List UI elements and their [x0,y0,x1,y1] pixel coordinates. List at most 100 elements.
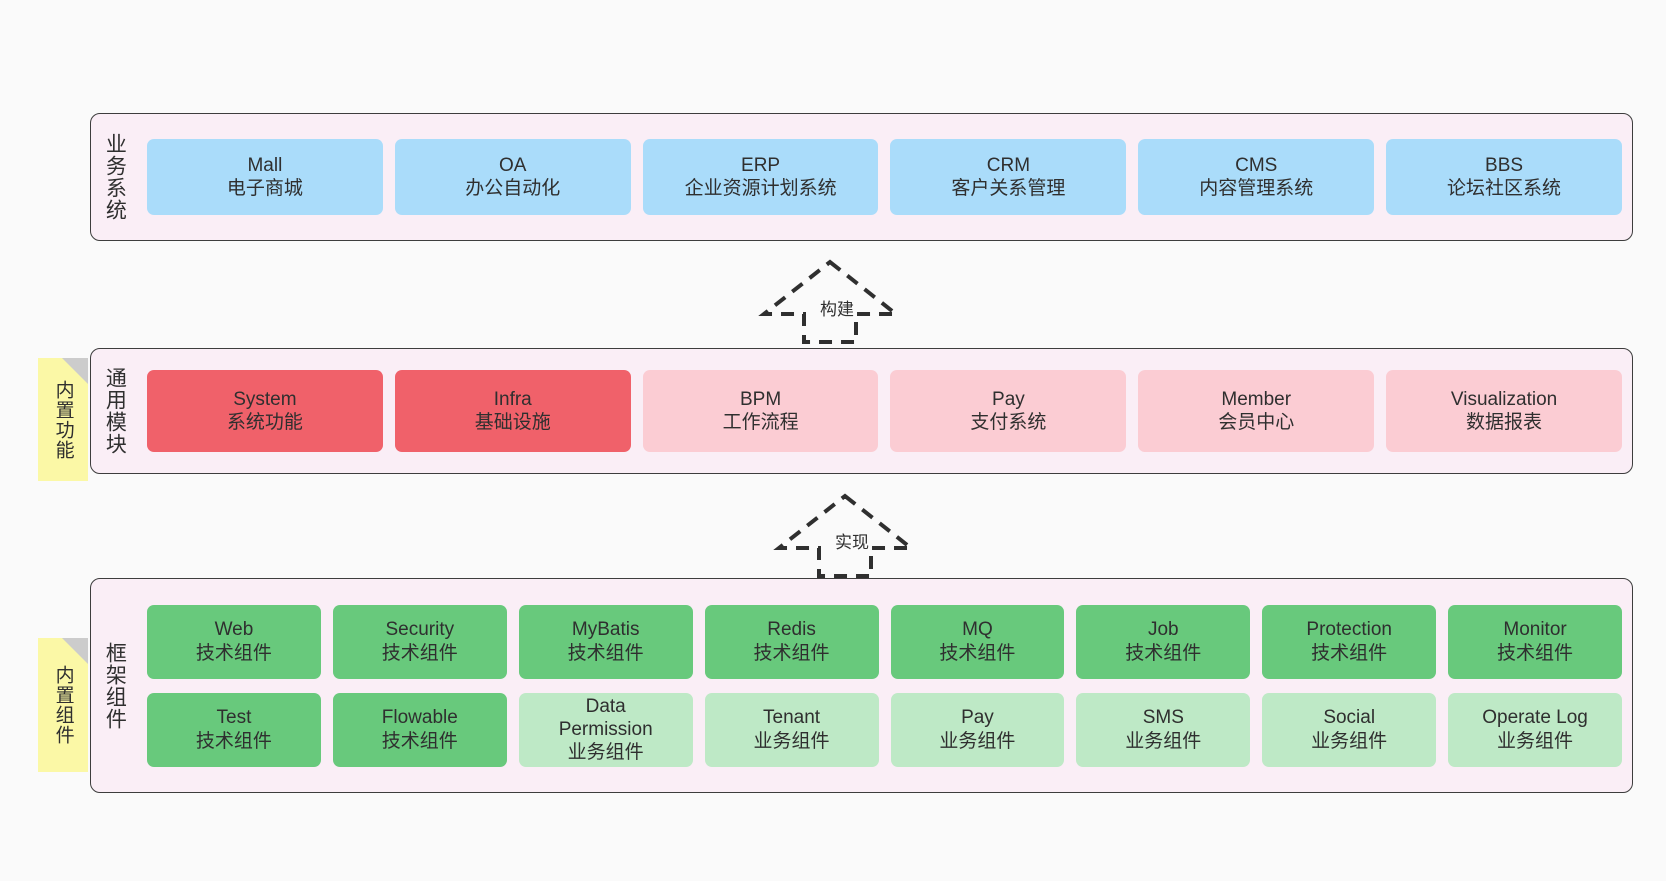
connector-build-label: 构建 [820,300,854,319]
node-bbs[interactable]: BBS 论坛社区系统 [1386,139,1622,215]
node-test-cn: 技术组件 [195,730,272,752]
node-system[interactable]: System 系统功能 [147,370,383,452]
node-system-en: System [233,388,297,410]
node-protection-en: Protection [1306,619,1392,641]
node-bbs-en: BBS [1485,154,1524,176]
node-operate-log-en: Operate Log [1482,707,1588,729]
node-bpm-cn: 工作流程 [722,412,799,433]
node-pay-module[interactable]: Pay 支付系统 [890,370,1127,452]
node-mall-en: Mall [247,154,283,176]
node-social-en: Social [1323,707,1376,729]
node-infra-en: Infra [493,388,532,410]
node-member[interactable]: Member 会员中心 [1138,370,1375,452]
node-security[interactable]: Security 技术组件 [332,604,507,679]
node-mall[interactable]: Mall 电子商城 [147,139,383,215]
node-tenant[interactable]: Tenant 业务组件 [704,692,879,767]
node-visualization-cn: 数据报表 [1466,412,1543,433]
node-mybatis-en: MyBatis [571,619,640,641]
node-pay-component-en: Pay [961,707,994,729]
node-tenant-cn: 业务组件 [753,730,830,752]
node-redis[interactable]: Redis 技术组件 [704,604,879,679]
node-security-cn: 技术组件 [381,642,458,664]
layer-framework-components-body: Web 技术组件 Security 技术组件 MyBatis 技术组件 Redi… [137,579,1632,792]
layer-common-modules: 通用模块 System 系统功能 Infra 基础设施 BPM 工作流程 Pay… [90,348,1633,474]
node-test-en: Test [216,707,252,729]
node-monitor[interactable]: Monitor 技术组件 [1448,604,1622,679]
node-erp[interactable]: ERP 企业资源计划系统 [642,139,879,215]
node-protection-cn: 技术组件 [1311,642,1388,664]
node-mybatis[interactable]: MyBatis 技术组件 [518,604,693,679]
node-job-en: Job [1147,619,1179,641]
node-mq[interactable]: MQ 技术组件 [890,604,1065,679]
node-job-cn: 技术组件 [1125,642,1202,664]
node-sms-en: SMS [1142,707,1184,729]
node-erp-cn: 企业资源计划系统 [684,178,837,199]
node-flowable-en: Flowable [381,707,458,729]
layer-business-system: 业务系统 Mall 电子商城 OA 办公自动化 ERP 企业资源计划系统 CRM… [90,113,1633,241]
node-web[interactable]: Web 技术组件 [147,604,321,679]
sticky-fold-corner-icon-2 [62,638,88,664]
node-data-permission-cn: 业务组件 [567,742,644,764]
node-visualization[interactable]: Visualization 数据报表 [1386,370,1622,452]
node-cms[interactable]: CMS 内容管理系统 [1138,139,1375,215]
node-crm[interactable]: CRM 客户关系管理 [890,139,1127,215]
node-oa-en: OA [499,154,527,176]
node-data-permission[interactable]: Data Permission 业务组件 [518,692,693,767]
node-test[interactable]: Test 技术组件 [147,692,321,767]
node-cms-cn: 内容管理系统 [1199,178,1314,199]
sticky-fold-corner-icon [62,358,88,384]
node-cms-en: CMS [1235,154,1278,176]
node-mq-en: MQ [962,619,993,641]
node-bpm[interactable]: BPM 工作流程 [642,370,879,452]
node-oa-cn: 办公自动化 [465,178,561,199]
node-crm-en: CRM [986,154,1031,176]
layer-framework-components-title: 框架组件 [103,641,127,730]
node-job[interactable]: Job 技术组件 [1076,604,1251,679]
sticky-note-builtin-component: 内置组件 [38,638,88,772]
node-operate-log[interactable]: Operate Log 业务组件 [1448,692,1622,767]
node-mybatis-cn: 技术组件 [567,642,644,664]
node-pay-module-cn: 支付系统 [970,412,1047,433]
node-flowable[interactable]: Flowable 技术组件 [332,692,507,767]
layer-common-modules-body: System 系统功能 Infra 基础设施 BPM 工作流程 Pay 支付系统… [137,349,1632,473]
node-redis-en: Redis [767,619,816,641]
node-monitor-en: Monitor [1503,619,1567,641]
node-bbs-cn: 论坛社区系统 [1447,178,1562,199]
node-infra[interactable]: Infra 基础设施 [394,370,631,452]
node-flowable-cn: 技术组件 [381,730,458,752]
node-social[interactable]: Social 业务组件 [1262,692,1437,767]
node-monitor-cn: 技术组件 [1497,642,1574,664]
node-social-cn: 业务组件 [1311,730,1388,752]
node-member-en: Member [1221,388,1292,410]
sticky-note-builtin-function: 内置功能 [38,358,88,481]
node-security-en: Security [385,619,455,641]
connector-implement-label: 实现 [835,533,869,552]
component-row-business: Test 技术组件 Flowable 技术组件 Data Permission … [147,692,1622,767]
layer-business-system-body: Mall 电子商城 OA 办公自动化 ERP 企业资源计划系统 CRM 客户关系… [137,114,1632,240]
node-protection[interactable]: Protection 技术组件 [1262,604,1437,679]
node-sms[interactable]: SMS 业务组件 [1076,692,1251,767]
node-oa[interactable]: OA 办公自动化 [394,139,631,215]
node-system-cn: 系统功能 [226,412,303,433]
connector-build-arrow [758,258,902,344]
node-pay-component[interactable]: Pay 业务组件 [890,692,1065,767]
node-mq-cn: 技术组件 [939,642,1016,664]
node-web-cn: 技术组件 [195,642,272,664]
node-infra-cn: 基础设施 [474,412,551,433]
node-mall-cn: 电子商城 [226,178,303,199]
layer-common-modules-title: 通用模块 [103,367,127,455]
node-crm-cn: 客户关系管理 [951,178,1066,199]
node-member-cn: 会员中心 [1218,412,1295,433]
node-data-permission-en: Data Permission [558,695,653,740]
node-pay-module-en: Pay [992,388,1025,410]
node-operate-log-cn: 业务组件 [1497,730,1574,752]
node-tenant-en: Tenant [763,707,821,729]
node-redis-cn: 技术组件 [753,642,830,664]
node-web-en: Web [214,619,254,641]
component-row-technical: Web 技术组件 Security 技术组件 MyBatis 技术组件 Redi… [147,604,1622,679]
node-pay-component-cn: 业务组件 [939,730,1016,752]
sticky-note-builtin-function-label: 内置功能 [52,379,74,460]
connector-implement-arrow [773,492,917,578]
node-visualization-en: Visualization [1450,388,1558,410]
